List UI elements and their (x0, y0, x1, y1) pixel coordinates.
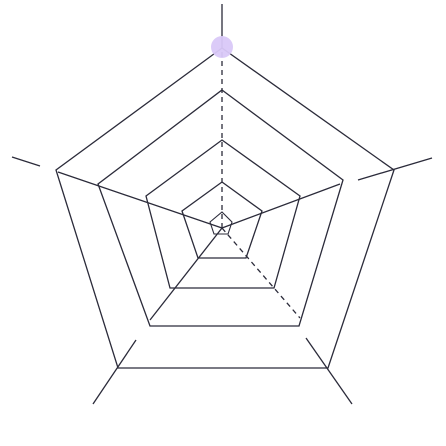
web-ring-1 (209, 211, 233, 235)
spoke-lower-right-extension (305, 337, 353, 405)
web-ring-5 (55, 47, 395, 369)
highlight-dot (211, 36, 233, 58)
spoke-right (221, 183, 341, 229)
spoke-right-extension (357, 157, 433, 181)
web-ring-3 (145, 139, 301, 289)
spoke-lower-left (149, 227, 223, 321)
web-ring-4 (97, 89, 344, 327)
spoke-left (57, 171, 223, 229)
spoke-lower-left-extension (92, 339, 137, 405)
spoke-left-extension (11, 156, 41, 167)
web-ring-2 (181, 181, 263, 259)
spoke-lower-right-dashed (221, 227, 301, 319)
